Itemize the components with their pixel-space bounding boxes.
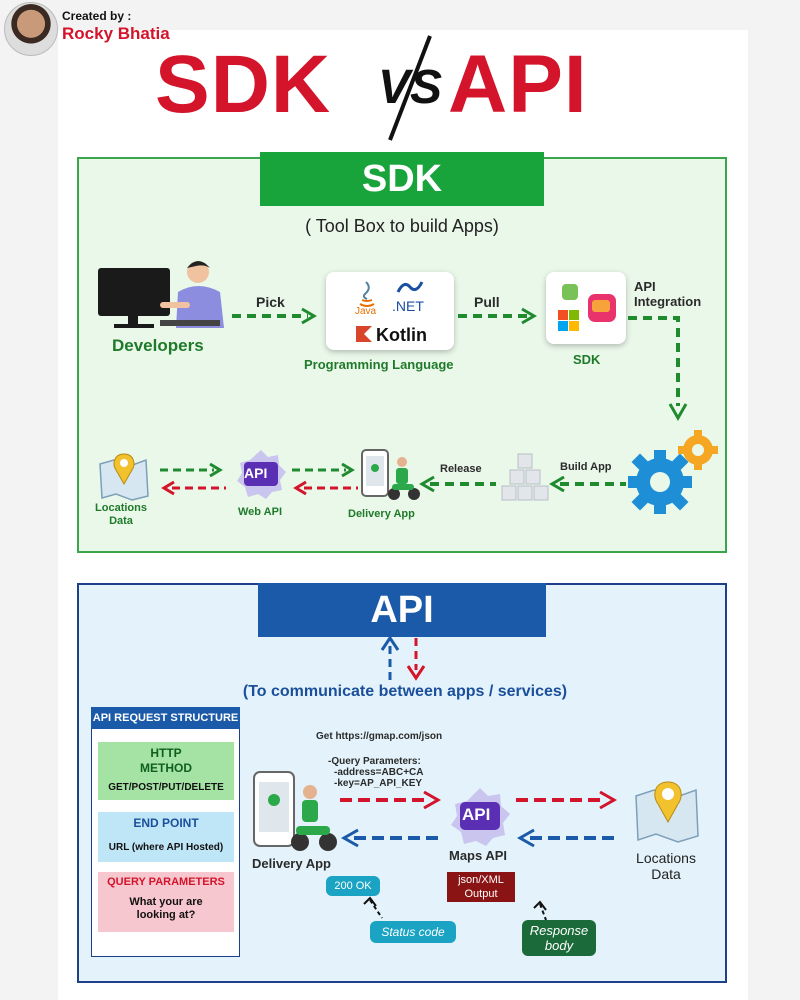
release-label: Release [440,463,482,475]
response-body-label: Response body [522,920,596,956]
api-map-pin-icon [635,781,699,843]
locations-arrows [160,462,226,496]
created-by-label: Created by : [62,9,132,23]
vs-slash [388,35,432,141]
communication-arrows [380,636,426,681]
developer-icon [98,261,224,328]
maps-api-badge-icon [451,788,510,846]
query-param-key: -key=AP_API_KEY [334,778,423,789]
author-name: Rocky Bhatia [62,24,170,43]
build-app-arrow [549,475,626,493]
app-to-maps-arrows [340,790,442,848]
maps-to-locations-arrows [516,790,618,848]
status-code-label: Status code [370,921,456,943]
query-parameters-title: QUERY PARAMETERS [107,876,225,888]
programming-language-card [326,272,454,350]
pick-arrow [232,307,317,325]
release-arrow [419,475,496,493]
gears-icon [628,430,718,514]
maps-api-label: Maps API [449,848,508,863]
web-api-label: Web API [238,506,283,518]
sdk-label: SDK [573,352,601,367]
api-delivery-app-label: Delivery App [252,856,331,871]
http-method-title: HTTP METHOD [140,746,192,775]
dotnet-label: .NET [392,298,424,314]
query-param-address: -address=ABC+CA [334,767,424,778]
delivery-app-icon [361,449,420,500]
request-structure-title: API REQUEST STRUCTURE [91,707,240,729]
api-integration-arrow [628,316,688,422]
java-icon [359,281,375,307]
pull-arrow [458,307,537,325]
delivery-app-label: Delivery App [348,508,415,520]
endpoint-value: URL (where API Hosted) [108,842,224,853]
get-url-text: Get https://gmap.com/json [316,731,443,742]
endpoint-title: END POINT [133,816,199,830]
status-pointer [363,896,383,919]
map-pin-icon [99,453,149,501]
query-parameters-value: What your are looking at? [129,896,203,921]
kotlin-icon [356,326,372,342]
build-blocks-icon [501,453,549,501]
api-delivery-app-icon [253,771,337,851]
maps-api-badge-text: API [462,805,491,824]
pull-label: Pull [474,294,500,310]
web-api-badge-icon [237,450,286,499]
sdk-banner: SDK [260,152,544,206]
sdk-platforms-icon [558,284,616,331]
api-locations-data-label: Locations Data [636,850,696,882]
programming-language-label: Programming Language [304,357,454,372]
api-integration-label: API Integration [634,279,702,309]
dotnet-icon [396,281,424,293]
endpoint-card: END POINT URL (where API Hosted) [98,812,234,862]
title-sdk: SDK [155,39,332,130]
title-api: API [448,39,588,130]
java-label: Java [355,306,377,317]
build-app-label: Build App [560,461,612,473]
api-banner: API [258,583,546,637]
query-parameters-card: QUERY PARAMETERS What your are looking a… [98,872,234,932]
query-params-title: -Query Parameters: [328,756,421,767]
web-api-badge-text: API [244,465,268,481]
api-subtitle: (To communicate between apps / services) [242,683,568,700]
kotlin-label: Kotlin [376,325,427,345]
status-ok-badge: 200 OK [326,876,380,896]
developers-label: Developers [112,336,204,355]
sdk-locations-data-label: Locations Data [95,502,147,527]
pick-label: Pick [256,294,285,310]
response-pointer [533,900,547,921]
http-method-value: GET/POST/PUT/DELETE [108,782,224,793]
sdk-subtitle: ( Tool Box to build Apps) [305,216,499,236]
author-avatar [4,2,58,56]
web-api-arrows [292,462,358,496]
json-xml-output-badge: json/XML Output [447,872,515,902]
http-method-card: HTTP METHOD GET/POST/PUT/DELETE [98,742,234,800]
